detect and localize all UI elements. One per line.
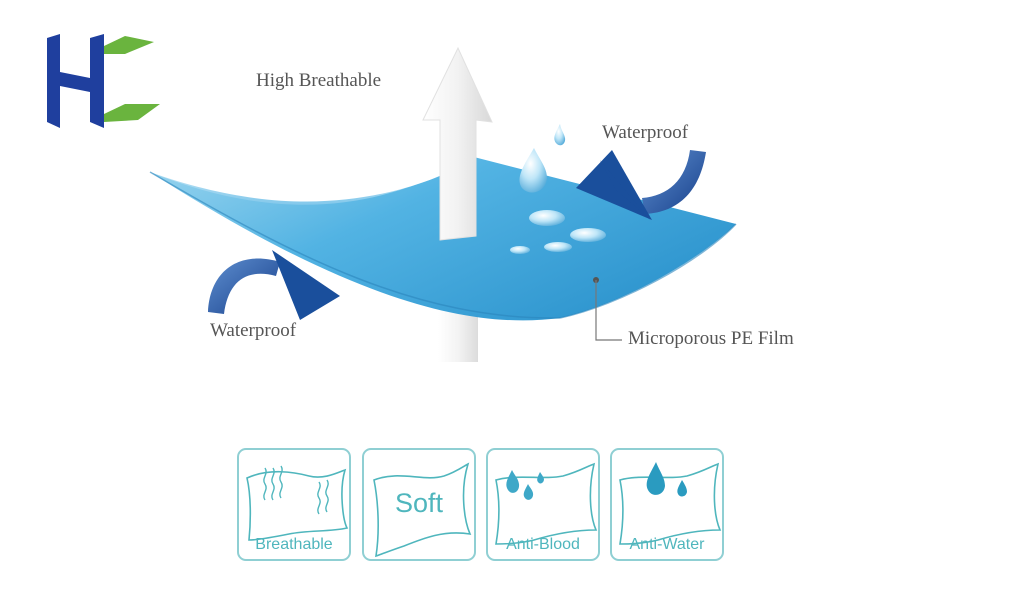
- breath-arrow-lower: [438, 310, 478, 362]
- feature-label: Anti-Water: [629, 536, 705, 553]
- waterproof-arrow-left: [208, 258, 280, 314]
- label-waterproof-right: Waterproof: [602, 122, 689, 143]
- breath-arrow-upper: [422, 46, 493, 241]
- soft-word: Soft: [394, 488, 444, 518]
- wavy-lines-icon: [263, 465, 329, 515]
- feature-label: Anti-Blood: [506, 536, 580, 553]
- film-callout-line: [595, 280, 622, 341]
- feature-soft: Soft: [362, 448, 476, 561]
- label-high-breathable: High Breathable: [256, 70, 382, 91]
- feature-anti-blood: Anti-Blood: [486, 448, 600, 561]
- soft-text-icon: [373, 462, 472, 558]
- droplets-icon: [646, 462, 687, 497]
- label-waterproof-left: Waterproof: [210, 320, 297, 341]
- membrane-illustration: [149, 46, 737, 362]
- water-drops: [510, 124, 606, 254]
- company-logo: [47, 34, 160, 128]
- label-microporous-film: Microporous PE Film: [628, 328, 794, 349]
- feature-breathable: Breathable: [237, 448, 351, 561]
- droplets-icon: [506, 470, 544, 500]
- feature-anti-water: Anti-Water: [610, 448, 724, 561]
- waterproof-arrow-right: [642, 150, 706, 214]
- feature-label: Breathable: [255, 536, 333, 553]
